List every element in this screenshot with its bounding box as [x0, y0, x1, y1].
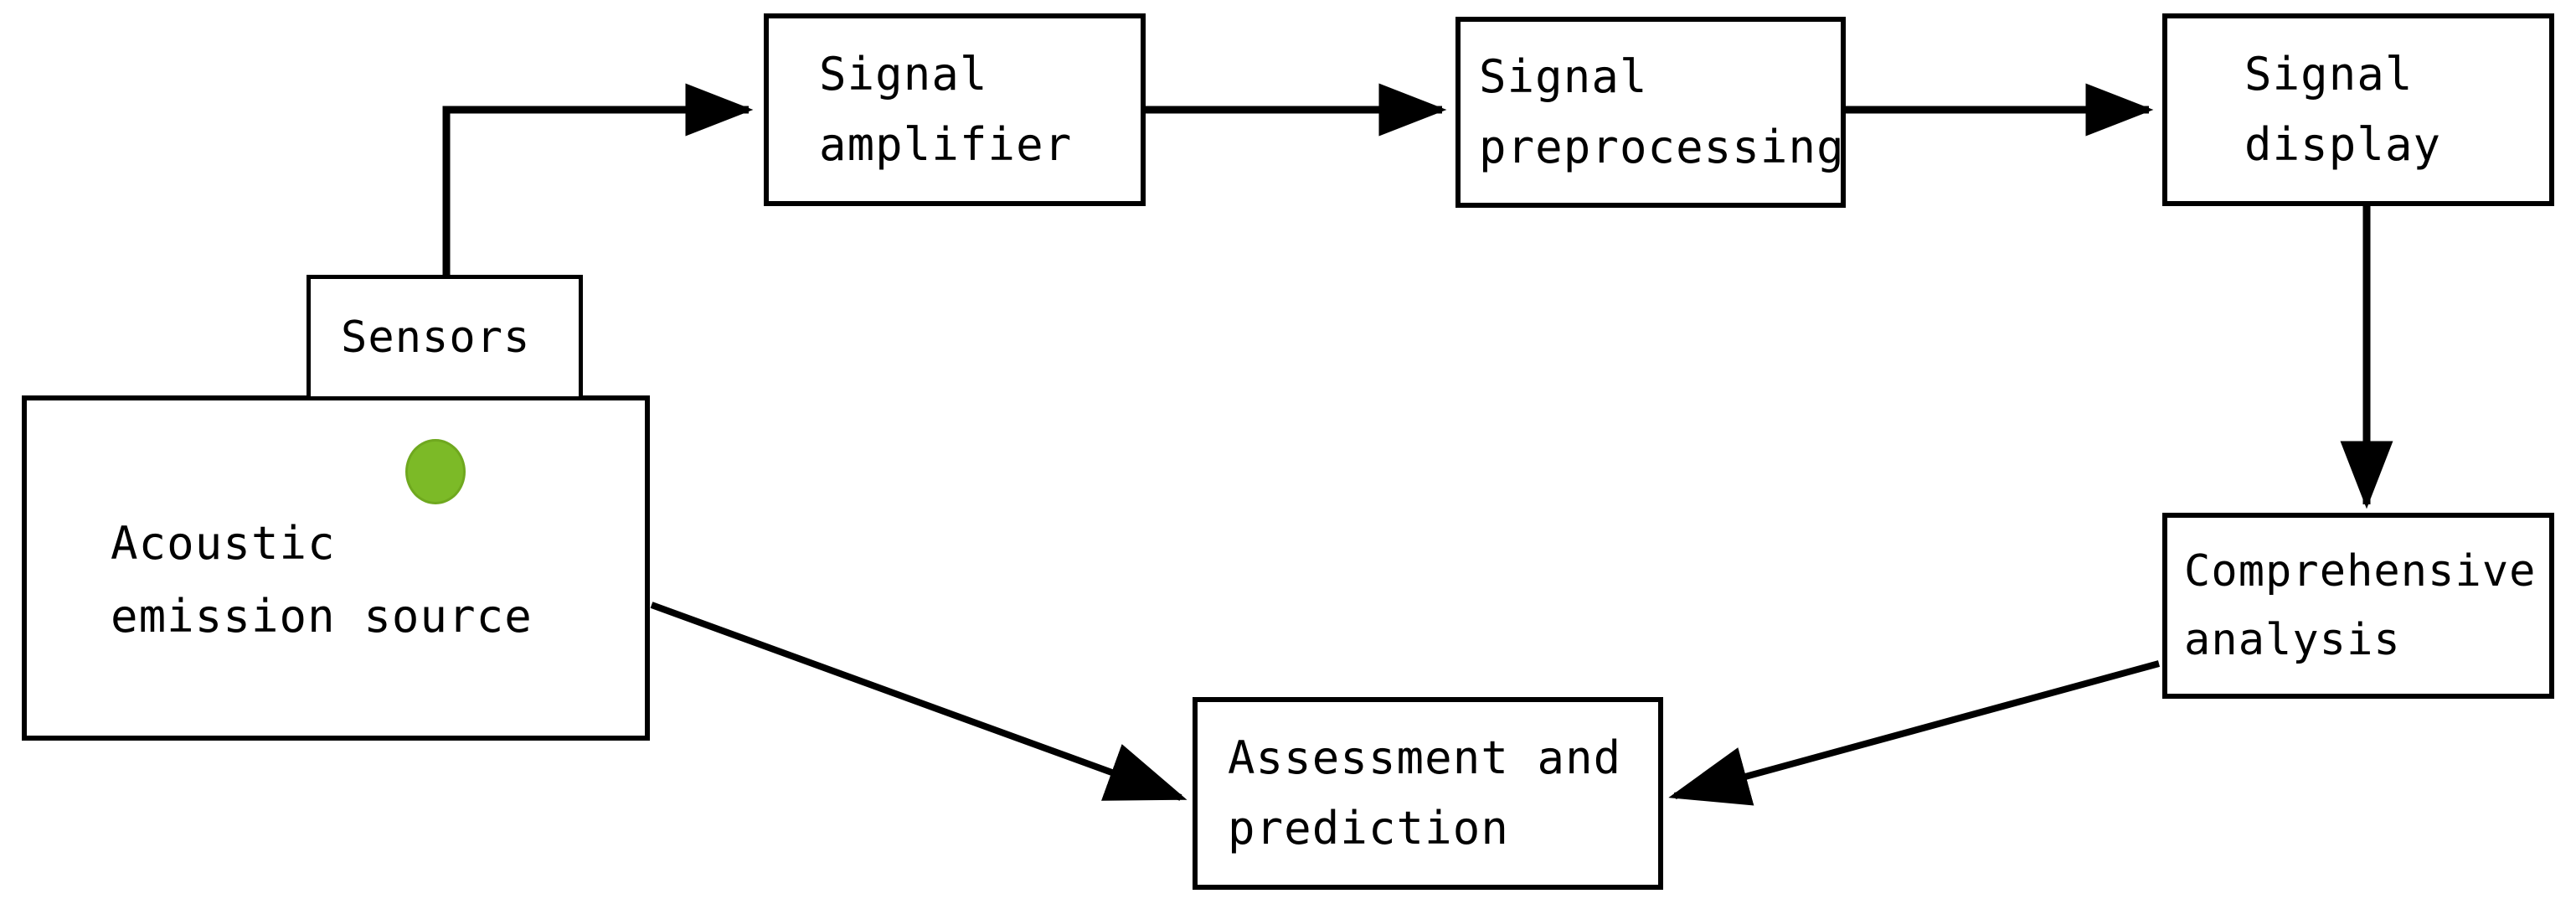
node-signal-preprocessing-line1: Signal — [1479, 50, 1648, 104]
node-signal-amplifier[interactable]: Signal amplifier — [764, 13, 1146, 206]
node-comprehensive-analysis-line2: analysis — [2184, 615, 2401, 665]
node-signal-display[interactable]: Signal display — [2162, 13, 2554, 206]
node-signal-amplifier-line1: Signal — [819, 48, 988, 101]
acoustic-emission-point-icon — [405, 439, 466, 504]
node-acoustic-emission-source[interactable]: Acoustic emission source — [22, 395, 650, 741]
node-assessment-prediction-line2: prediction — [1228, 802, 1509, 855]
node-sensors-label: Sensors — [341, 312, 531, 363]
node-sensors[interactable]: Sensors — [307, 275, 583, 400]
node-signal-display-line2: display — [2244, 118, 2442, 171]
connector-sensors-to-signal-amplifier — [442, 83, 754, 276]
node-signal-amplifier-line2: amplifier — [819, 118, 1073, 171]
node-signal-display-line1: Signal — [2244, 48, 2414, 101]
node-signal-preprocessing-line2: preprocessing — [1479, 121, 1845, 173]
node-assessment-prediction[interactable]: Assessment and prediction — [1193, 697, 1663, 890]
connector-comprehensive-analysis-to-assessment-prediction — [1668, 660, 2161, 806]
node-signal-preprocessing[interactable]: Signal preprocessing — [1455, 17, 1846, 208]
connector-acoustic-source-to-assessment-prediction — [650, 602, 1188, 801]
node-acoustic-source-line1: Acoustic — [111, 516, 336, 570]
node-comprehensive-analysis[interactable]: Comprehensive analysis — [2162, 513, 2554, 699]
node-assessment-prediction-line1: Assessment and — [1228, 731, 1622, 785]
node-acoustic-source-line2: emission source — [111, 590, 533, 643]
node-comprehensive-analysis-line1: Comprehensive — [2184, 545, 2537, 597]
